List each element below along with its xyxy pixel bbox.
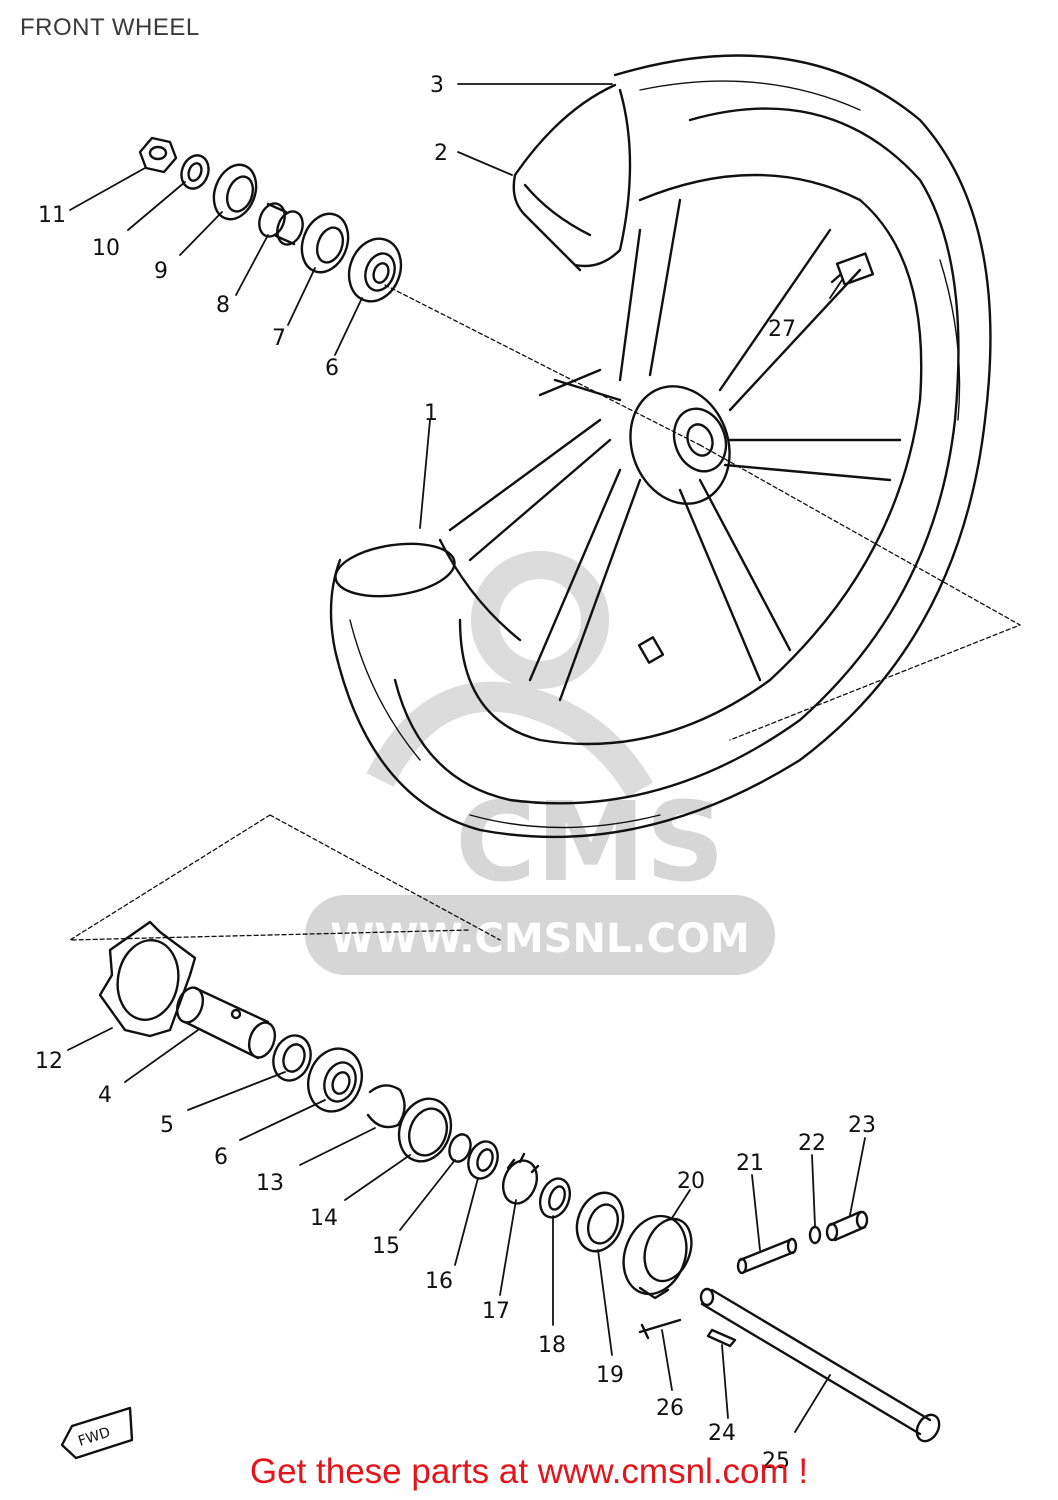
bushing-23 [825,1210,869,1242]
fwd-tag [60,1406,134,1460]
label-12: 12 [35,1049,63,1074]
wheel-spokes [448,198,902,702]
washer-18 [538,1177,572,1219]
label-7: 7 [272,326,286,351]
label-19: 19 [596,1363,624,1388]
label-8: 8 [216,293,230,318]
label-24: 24 [708,1421,736,1446]
washer-10 [180,154,210,190]
label-18: 18 [538,1333,566,1358]
watermark-logo: CMS [455,778,724,906]
watermark-badge [305,895,775,975]
plate-14 [397,1097,453,1163]
watermark-rider-head [471,551,609,689]
cotter-pin-26 [638,1318,682,1340]
meter-gear-17 [501,1152,540,1205]
oil-seal-19 [575,1191,625,1253]
axle-25 [699,1287,941,1443]
label-6-top: 6 [325,356,339,381]
oil-seal-5 [272,1034,312,1082]
balance-weight [637,636,665,664]
rim [334,83,923,746]
label-1: 1 [424,401,438,426]
label-27: 27 [768,317,796,342]
label-3: 3 [430,73,444,98]
label-20: 20 [677,1169,705,1194]
label-9: 9 [154,259,168,284]
washer-16 [467,1140,499,1180]
gear-unit-7 [300,212,350,274]
label-23: 23 [848,1113,876,1138]
key-24 [706,1328,737,1348]
fwd-label: FWD [76,1424,112,1449]
label-2: 2 [434,141,448,166]
reference-lines [69,284,1021,941]
label-4: 4 [98,1083,112,1108]
label-25: 25 [762,1449,790,1474]
watermark-rider-body [366,681,654,798]
page-title: FRONT WHEEL [20,14,200,41]
label-21: 21 [736,1151,764,1176]
watermark: WWW.CMSNL.COM CMS [305,551,775,975]
label-16: 16 [425,1269,453,1294]
spacer-4 [175,986,277,1060]
valve [830,252,875,286]
collar-8 [258,202,304,246]
watermark-url: WWW.CMSNL.COM [330,916,750,962]
flange-12 [98,920,197,1038]
leader-lines [67,83,866,1433]
nut-11 [138,136,178,174]
label-14: 14 [310,1206,338,1231]
bearing-6-top [347,237,403,303]
label-6-bottom: 6 [214,1145,228,1170]
label-11: 11 [38,203,66,228]
washer-22 [808,1225,822,1245]
label-13: 13 [256,1171,284,1196]
label-22: 22 [798,1131,826,1156]
oil-seal-9 [212,163,258,221]
clip-13 [366,1084,406,1129]
washer-10-inner [187,162,203,182]
gear-housing-20 [622,1214,693,1300]
meter-shaft-21 [736,1237,798,1275]
label-5: 5 [160,1113,174,1138]
tire [329,54,992,839]
label-17: 17 [482,1299,510,1324]
footer-link[interactable]: Get these parts at www.cmsnl.com ! [249,1452,809,1491]
label-26: 26 [656,1396,684,1421]
label-10: 10 [92,236,120,261]
bearing-6-bottom [307,1047,363,1113]
label-15: 15 [372,1234,400,1259]
hub [629,385,731,505]
